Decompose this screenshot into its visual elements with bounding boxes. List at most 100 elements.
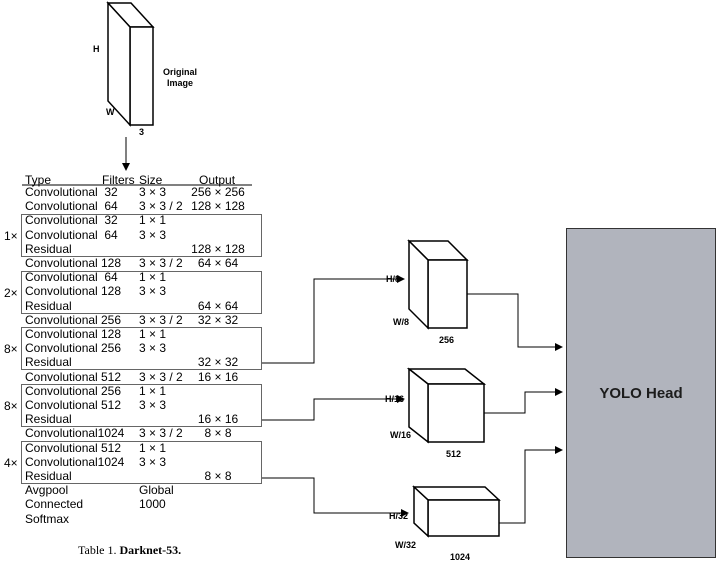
table-cell-filters: 64 xyxy=(104,199,118,214)
table-cell-filters: 1024 xyxy=(97,426,125,441)
scale-8-height-label: H/8 xyxy=(386,274,401,284)
caption-prefix: Table 1. xyxy=(78,543,117,557)
table-cell-type: Residual xyxy=(25,412,72,427)
table-cell-output: 64 × 64 xyxy=(197,256,239,270)
table-cell-size: 1 × 1 xyxy=(139,327,167,341)
table-cell-size: 1 × 1 xyxy=(139,440,167,455)
scale-32-channels-label: 1024 xyxy=(450,552,471,562)
caption-title: Darknet-53. xyxy=(119,543,182,557)
table-cell-filters: 256 xyxy=(100,341,122,356)
table-cell-filters: 256 xyxy=(100,383,122,398)
table-cell-type: Convolutional xyxy=(25,341,98,356)
table-cell-type: Convolutional xyxy=(25,369,98,384)
table-caption: Table 1. Darknet-53. xyxy=(78,543,181,558)
table-cell-output: 32 × 32 xyxy=(197,355,239,370)
table-cell-output: 16 × 16 xyxy=(197,412,239,427)
table-cell-filters: 64 xyxy=(104,227,118,242)
table-cell-filters: 128 xyxy=(100,284,122,299)
table-cell-type: Residual xyxy=(25,241,72,256)
table-cell-type: Connected xyxy=(25,497,84,512)
table-cell-type: Softmax xyxy=(25,511,70,526)
table-cell-filters: 32 xyxy=(104,213,118,228)
table-cell-filters: 128 xyxy=(100,256,122,270)
table-cell-size: 3 × 3 xyxy=(139,185,167,199)
table-cell-output: 64 × 64 xyxy=(197,298,239,313)
table-cell-type: Convolutional xyxy=(25,284,98,299)
table-cell-type: Convolutional xyxy=(25,440,98,455)
table-cell-type: Convolutional xyxy=(25,454,98,469)
table-cell-type: Avgpool xyxy=(25,483,69,498)
connector-8x-block-to-scale8 xyxy=(262,275,405,364)
table-cell-size: 3 × 3 xyxy=(139,227,167,242)
table-cell-output: 32 × 32 xyxy=(197,312,239,327)
table-header-output: Output xyxy=(199,173,236,187)
table-header-type: Type xyxy=(25,173,52,187)
table-cell-output: 8 × 8 xyxy=(204,469,232,483)
scale-32-width-label: W/32 xyxy=(395,540,417,550)
residual-block-4x xyxy=(21,441,262,484)
residual-block-8x-b xyxy=(21,384,262,427)
scale-cuboid-32 xyxy=(412,485,501,538)
table-cell-type: Convolutional xyxy=(25,227,98,242)
input-name-line2: Image xyxy=(167,78,194,88)
table-cell-type: Convolutional xyxy=(25,383,98,398)
input-name-line1: Original xyxy=(163,67,198,77)
input-image-cuboid xyxy=(106,1,155,127)
yolo-head-block: YOLO Head xyxy=(566,228,716,558)
input-height-label: H xyxy=(93,44,100,54)
table-cell-filters: 256 xyxy=(100,312,122,327)
table-cell-output: 128 × 128 xyxy=(191,199,245,214)
table-cell-size: 3 × 3 xyxy=(139,341,167,356)
table-cell-type: Convolutional xyxy=(25,213,98,228)
scale-8-width-label: W/8 xyxy=(393,317,410,327)
table-header-size: Size xyxy=(139,173,163,187)
table-cell-type: Convolutional xyxy=(25,327,98,341)
table-cell-size: 1 × 1 xyxy=(139,270,167,285)
scale-8-channels-label: 256 xyxy=(439,335,455,345)
table-cell-type: Convolutional xyxy=(25,270,98,285)
table-cell-type: Convolutional xyxy=(25,185,98,199)
table-cell-size: 1 × 1 xyxy=(139,213,167,228)
table-cell-size: 3 × 3 / 2 xyxy=(139,369,183,384)
table-header-filters: Filters xyxy=(102,173,135,187)
residual-block-8x-a xyxy=(21,327,262,370)
table-cell-filters: 128 xyxy=(100,327,122,341)
scale-16-width-label: W/16 xyxy=(390,430,412,440)
connector-scale16-to-head xyxy=(484,388,563,414)
table-cell-type: Convolutional xyxy=(25,426,98,441)
table-cell-size: 3 × 3 / 2 xyxy=(139,256,183,270)
residual-block-2x xyxy=(21,271,262,314)
table-cell-type: Residual xyxy=(25,469,72,483)
table-cell-size: 1000 xyxy=(139,497,166,512)
table-cell-filters: 512 xyxy=(100,440,122,455)
table-cell-type: Convolutional xyxy=(25,398,98,412)
scale-cuboid-16 xyxy=(406,367,487,444)
repeat-label-4: 8× xyxy=(4,399,18,413)
residual-block-1x xyxy=(21,214,262,257)
scale-32-height-label: H/32 xyxy=(389,511,409,521)
connector-scale32-to-head xyxy=(499,446,563,524)
yolo-head-label: YOLO Head xyxy=(599,384,683,402)
input-channels-label: 3 xyxy=(139,127,145,137)
table-cell-size: 3 × 3 xyxy=(139,284,167,299)
scale-16-height-label: H/16 xyxy=(385,394,405,404)
table-cell-output: 16 × 16 xyxy=(197,369,239,384)
repeat-label-2: 2× xyxy=(4,286,18,300)
table-cell-output: 8 × 8 xyxy=(204,426,232,441)
scale-cuboid-8 xyxy=(407,239,469,330)
input-width-label: W xyxy=(106,107,115,117)
table-cell-filters: 32 xyxy=(104,185,118,199)
table-cell-size: 1 × 1 xyxy=(139,383,167,398)
repeat-label-5: 4× xyxy=(4,456,18,470)
table-cell-size: Global xyxy=(139,483,174,498)
repeat-label-1: 1× xyxy=(4,229,18,243)
table-cell-type: Residual xyxy=(25,355,72,370)
connector-scale8-to-head xyxy=(467,293,563,351)
table-cell-filters: 1024 xyxy=(97,454,125,469)
table-cell-size: 3 × 3 / 2 xyxy=(139,426,183,441)
connector-8x-block-to-scale16 xyxy=(262,395,405,421)
repeat-label-3: 8× xyxy=(4,342,18,356)
table-cell-size: 3 × 3 xyxy=(139,398,167,412)
table-cell-size: 3 × 3 / 2 xyxy=(139,312,183,327)
